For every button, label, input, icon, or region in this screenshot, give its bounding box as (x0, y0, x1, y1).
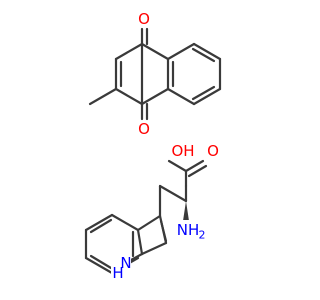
bond (191, 47, 216, 63)
bond (192, 42, 222, 61)
bond (89, 218, 113, 234)
bond (136, 214, 162, 232)
wedge-bond (183, 201, 189, 221)
bond (88, 87, 118, 106)
bond (158, 184, 188, 203)
atom-label-oxygen: O (138, 10, 150, 28)
bond (114, 87, 144, 106)
atom-label-amine-subscript: 2 (199, 229, 206, 242)
bond (159, 219, 168, 243)
bond (114, 42, 144, 61)
bond (191, 85, 216, 101)
atom-label-indole-nitrogen: N (120, 254, 131, 272)
bond (84, 213, 114, 232)
tryptophan-structure: OH O NH 2 N H (84, 141, 221, 282)
atom-label-oxygen: O (138, 120, 150, 138)
atom-label-amine: NH (177, 221, 200, 239)
bond (166, 87, 196, 106)
bond (166, 42, 196, 61)
bond (84, 256, 114, 275)
bond (89, 254, 113, 270)
bond (140, 241, 168, 256)
atom-label-hydroxyl: OH (171, 142, 194, 160)
bond (167, 159, 188, 173)
bond (192, 87, 222, 106)
bond (184, 159, 205, 173)
bond (187, 164, 208, 178)
structure-canvas: O O OH O NH 2 (84, 10, 222, 282)
bond (136, 228, 144, 256)
atom-label-oxygen: O (207, 142, 219, 160)
menadione-structure: O O (88, 10, 222, 138)
atom-label-indole-hydrogen: H (112, 264, 123, 282)
bond (140, 87, 170, 106)
bond (110, 213, 140, 232)
bond (140, 42, 170, 61)
